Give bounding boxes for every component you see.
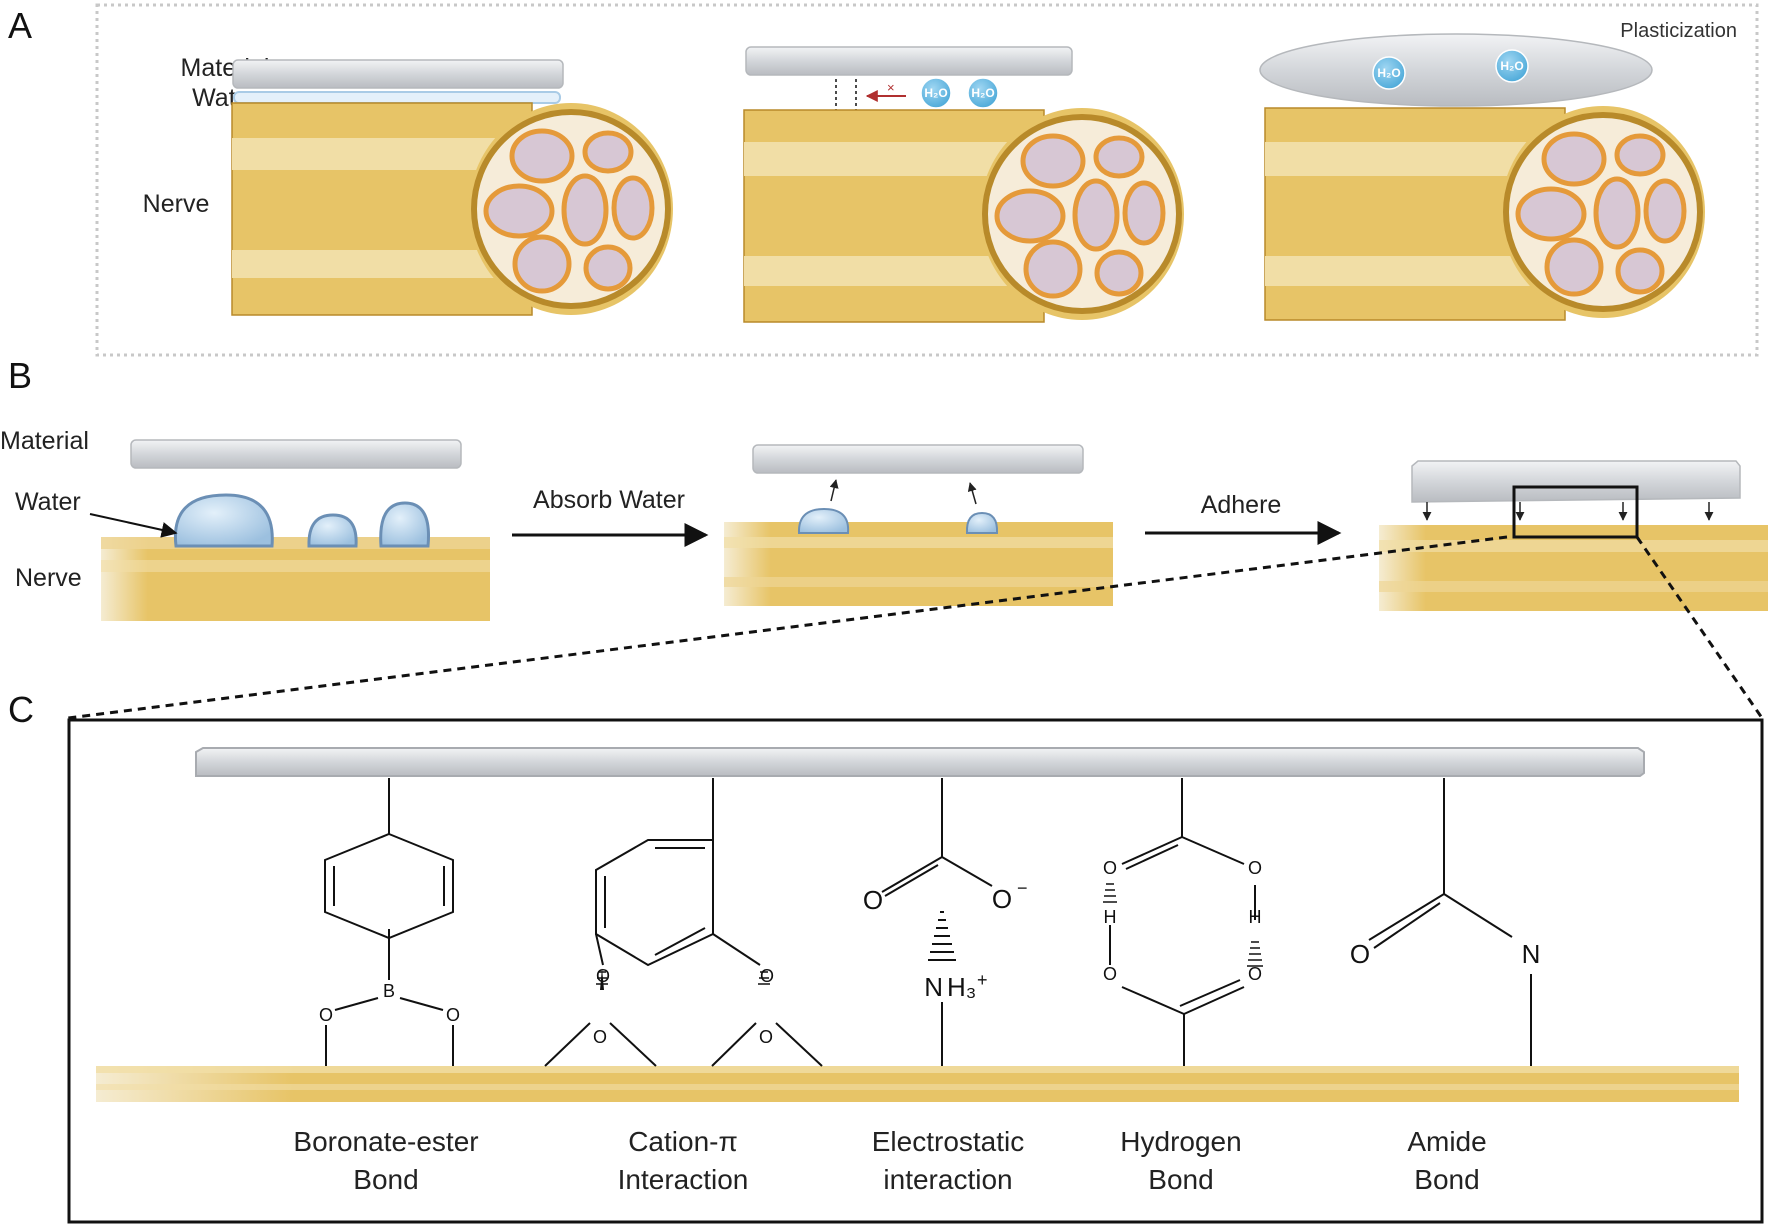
hydrogen-bond-structure [1109,778,1256,1066]
bond-label-electrostatic-line2: interaction [883,1164,1012,1195]
a3-water-molecule-2: H₂O [1495,49,1529,83]
zoom-line-right [1635,536,1764,719]
a1-water-film [233,91,561,104]
bond-label-hydrogen-line1: Hydrogen [1120,1126,1241,1157]
a2-h2o-text-2: H₂O [971,86,994,100]
boronate-ester-structure [324,778,454,1066]
hbond-atom-h-right: H [1249,907,1262,927]
c-nerve-strip [96,1066,1739,1102]
b1-water-drop-2 [307,513,358,548]
b1-nerve-strip [101,537,490,621]
a-nerve-label: Nerve [143,190,210,218]
electrostatic-atom-o: O [863,885,883,915]
cation-pi-atom-o1: O [596,966,610,986]
bond-label-boronate-line2: Bond [353,1164,418,1195]
hbond-atom-o-top-left: O [1103,858,1117,878]
hbond-atom-h-left: H [1104,907,1117,927]
hydrogen-bond-dash-right [1247,941,1263,967]
b-water-pointer-arrow [89,513,178,538]
a3-h2o-text-1: H₂O [1377,66,1400,80]
amide-atom-o: O [1350,939,1370,969]
a3-fascicles [1515,131,1687,297]
b2-evaporation-arrow-1 [829,479,839,502]
b3-material-strip [1411,460,1741,503]
a1-nerve [231,102,673,316]
bond-label-electrostatic-line1: Electrostatic [872,1126,1025,1157]
hbond-atom-o-bottom-left: O [1103,964,1117,984]
hbond-atom-o-bottom-right: O [1248,964,1262,984]
panel-c-letter: C [8,689,34,730]
electrostatic-minus-sign: − [1017,878,1028,898]
amide-atom-n: N [1522,939,1541,969]
hbond-atom-o-top-right: O [1248,858,1262,878]
plasticization-label: Plasticization [1620,20,1737,42]
bond-label-amide-line2: Bond [1414,1164,1479,1195]
panel-b-letter: B [8,355,32,396]
bond-label-cation-pi-line1: Cation-π [628,1126,738,1157]
b2-nerve-strip [724,522,1113,606]
b3-zoom-box [1512,485,1639,539]
b-material-label: Material [0,427,89,455]
boronate-atom-o-left: O [319,1005,333,1025]
b2-material-strip [752,444,1084,474]
a2-fascicles [994,133,1166,299]
c-material-strip [195,747,1645,777]
electrostatic-structure [881,778,993,1066]
a3-swollen-material [1259,33,1653,107]
b2-water-drop-1 [797,507,850,534]
electrostatic-dash-wedge [928,911,956,961]
b2-water-drop-2 [965,511,999,534]
cation-pi-atom-o3: O [593,1027,607,1047]
zoom-line-left [67,535,1508,720]
a2-water-molecule-1: H₂O [920,77,952,109]
panel-a-letter: A [8,5,32,46]
a3-h2o-text-2: H₂O [1500,59,1523,73]
b-nerve-label: Nerve [15,564,82,592]
b-step-absorb-label: Absorb Water [533,486,685,514]
cation-pi-structure [544,778,823,1067]
cation-pi-atom-o4: O [759,1027,773,1047]
boronate-atom-o-right: O [446,1005,460,1025]
a1-fascicles [483,128,655,294]
panel-c-frame [67,718,1764,1224]
cation-pi-atom-o2: O [760,966,774,986]
bond-label-cation-pi-line2: Interaction [618,1164,749,1195]
boronate-atom-b: B [383,981,395,1001]
bond-label-amide-line1: Amide [1407,1126,1486,1157]
electrostatic-plus-sign: + [977,970,988,990]
a3-water-molecule-1: H₂O [1372,56,1406,90]
b-water-label: Water [15,488,81,516]
amide-structure [1368,778,1532,1066]
electrostatic-atom-n: N [924,972,943,1002]
panel-a-frame [95,3,1759,357]
electrostatic-atom-o-minus: O [992,884,1012,914]
a2-blocked-mark: × [887,80,895,95]
bond-label-boronate-line1: Boronate-ester [293,1126,478,1157]
b-step-adhere-label: Adhere [1201,491,1282,519]
electrostatic-h3: H₃ [947,972,976,1002]
a2-water-molecule-2: H₂O [967,77,999,109]
a2-h2o-text-1: H₂O [924,86,947,100]
a1-material-strip [232,59,564,104]
a3-nerve [1264,106,1705,321]
bond-label-hydrogen-line2: Bond [1148,1164,1213,1195]
b2-evaporation-arrow-2 [967,482,977,505]
a2-nerve [743,108,1184,323]
a2-material-strip [745,46,1073,76]
b3-nerve-strip [1379,525,1768,611]
b1-water-drop-large [173,493,274,548]
b1-water-drop-3 [379,501,431,548]
b1-material-strip [130,439,462,469]
hydrogen-bond-dash-left [1103,883,1117,903]
